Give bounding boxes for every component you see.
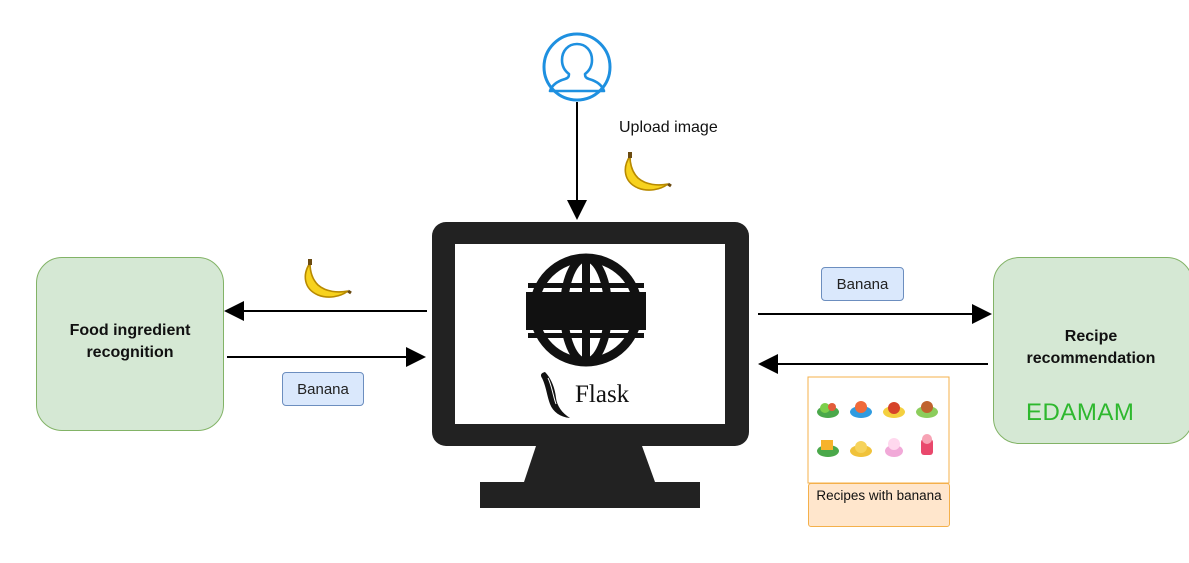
edamam-brand: EDAMAM [1026, 399, 1135, 426]
food-ingredient-recognition-box [36, 257, 224, 431]
banana-chip-left: Banana [282, 372, 364, 406]
banana-icon [624, 152, 672, 191]
globe-icon [526, 253, 646, 367]
recipe-recommendation-box [993, 257, 1189, 444]
recipe-recommendation-label: Recipe recommendation [1026, 328, 1156, 367]
banana-chip-right: Banana [821, 267, 904, 301]
flask-label: Flask [575, 381, 630, 408]
flask-logo-icon [541, 372, 570, 418]
user-icon [542, 32, 612, 102]
banana-icon [304, 259, 352, 298]
recipes-caption-box [808, 483, 950, 527]
recipes-caption-label: Recipes with banana [816, 488, 942, 503]
recipe-dishes-icon [817, 401, 938, 457]
upload-image-label: Upload image [619, 119, 718, 136]
food-ingredient-recognition-label: Food ingredient recognition [69, 322, 191, 361]
recipes-image-frame [807, 376, 950, 484]
